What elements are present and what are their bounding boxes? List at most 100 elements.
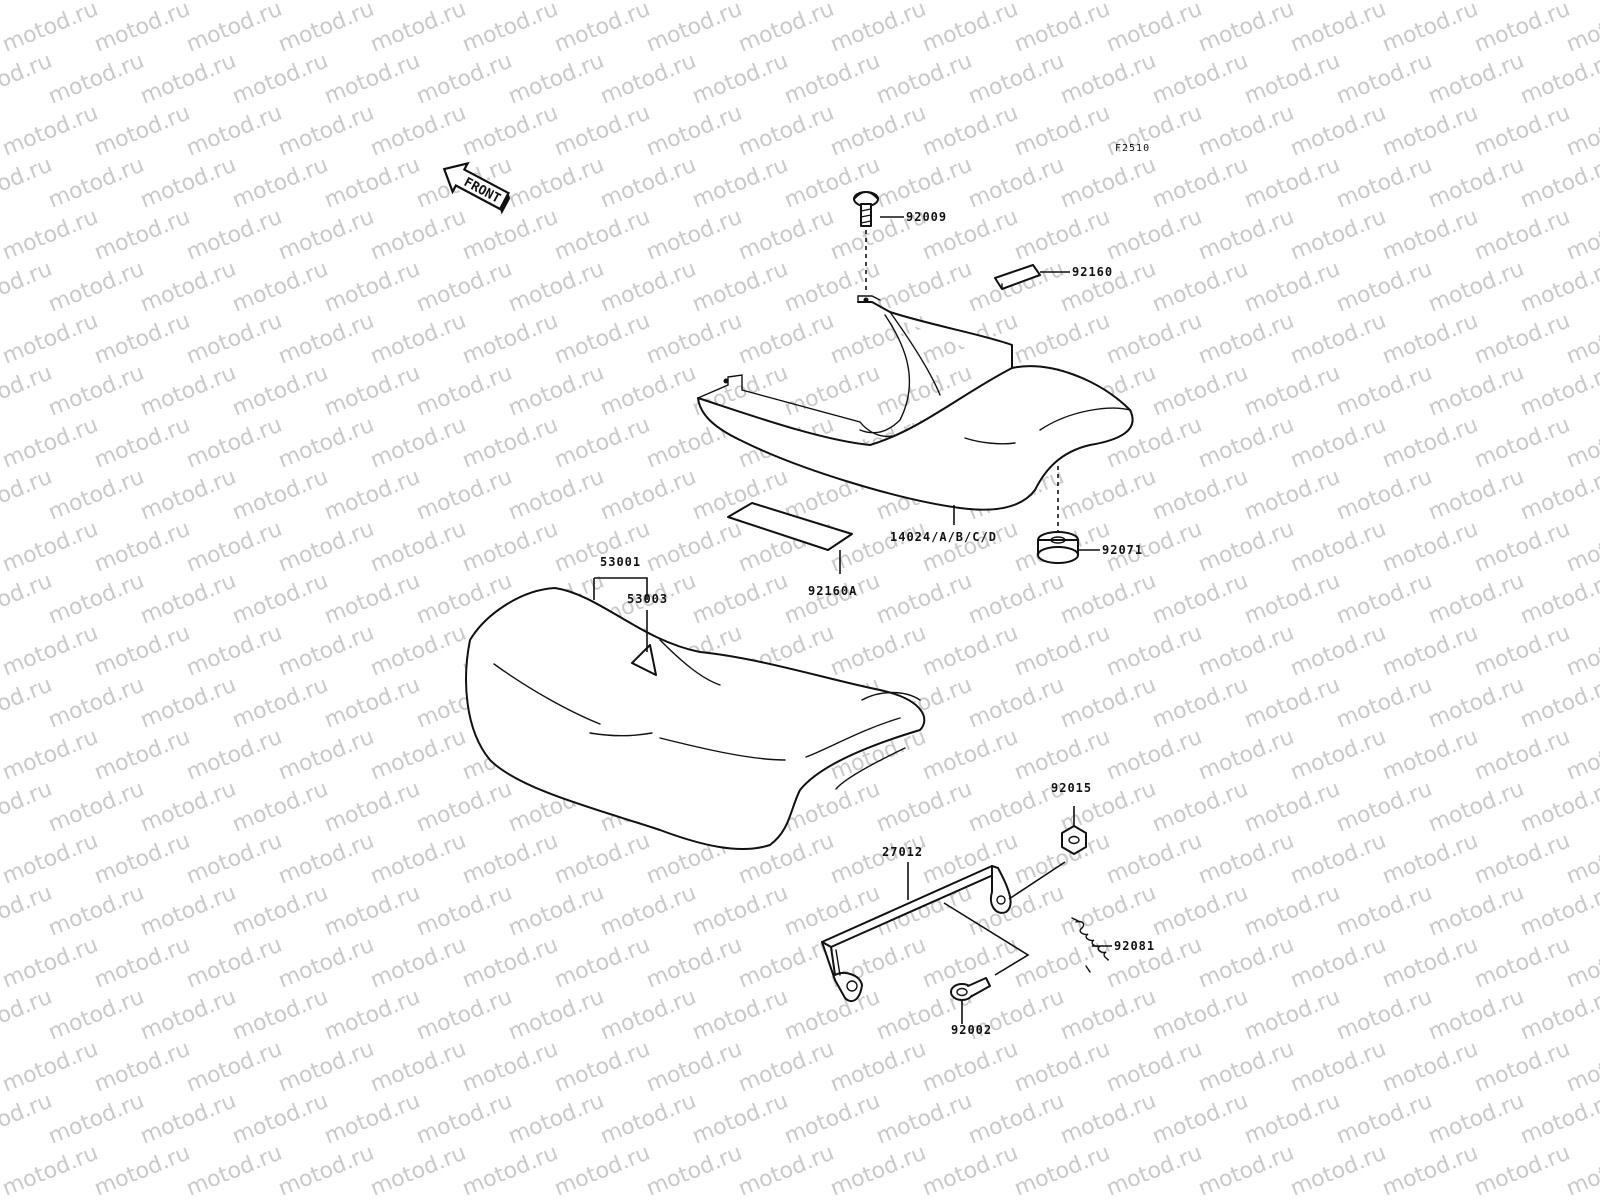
watermark-text: motod.ru: [91, 205, 194, 266]
watermark-text: motod.ru: [275, 0, 378, 58]
watermark-text: motod.ru: [1149, 153, 1252, 214]
watermark-text: motod.ru: [1425, 361, 1528, 422]
watermark-text: motod.ru: [137, 465, 240, 526]
watermark-text: motod.ru: [873, 153, 976, 214]
watermark-text: motod.ru: [505, 881, 608, 942]
watermark-text: motod.ru: [1287, 0, 1390, 58]
watermark-text: motod.ru: [0, 621, 102, 682]
watermark-text: motod.ru: [1241, 881, 1344, 942]
watermark-text: motod.ru: [0, 933, 102, 994]
watermark-text: motod.ru: [321, 153, 424, 214]
watermark-text: motod.ru: [0, 1141, 102, 1200]
watermark-text: motod.ru: [1517, 881, 1600, 942]
watermark-text: motod.ru: [1425, 1089, 1528, 1150]
label-92002: 92002: [951, 1023, 992, 1037]
watermark-text: motod.ru: [1333, 1089, 1436, 1150]
watermark-text: motod.ru: [91, 725, 194, 786]
watermark-text: motod.ru: [367, 517, 470, 578]
watermark-text: motod.ru: [1195, 309, 1298, 370]
watermark-text: motod.ru: [0, 0, 102, 58]
watermark-text: motod.ru: [1425, 881, 1528, 942]
watermark-text: motod.ru: [597, 361, 700, 422]
watermark-text: motod.ru: [505, 985, 608, 1046]
watermark-text: motod.ru: [0, 413, 102, 474]
watermark-text: motod.ru: [1011, 1037, 1114, 1098]
watermark-text: motod.ru: [229, 257, 332, 318]
seat-cowl-14024: [697, 295, 1134, 511]
watermark-text: motod.ru: [1241, 1089, 1344, 1150]
watermark-text: motod.ru: [1149, 257, 1252, 318]
watermark-text: motod.ru: [45, 673, 148, 734]
watermark-text: motod.ru: [183, 413, 286, 474]
watermark-text: motod.ru: [137, 361, 240, 422]
watermark-text: motod.ru: [0, 49, 56, 110]
watermark-text: motod.ru: [137, 985, 240, 1046]
watermark-text: motod.ru: [1333, 881, 1436, 942]
watermark-text: motod.ru: [1471, 829, 1574, 890]
watermark-text: motod.ru: [965, 153, 1068, 214]
watermark-text: motod.ru: [873, 49, 976, 110]
watermark-text: motod.ru: [1011, 309, 1114, 370]
watermark-text: motod.ru: [229, 569, 332, 630]
watermark-text: motod.ru: [321, 1089, 424, 1150]
watermark-text: motod.ru: [643, 0, 746, 58]
label-53003: 53003: [627, 592, 668, 606]
watermark-text: motod.ru: [321, 569, 424, 630]
spring-92081: [1071, 917, 1109, 973]
watermark-text: motod.ru: [505, 1089, 608, 1150]
watermark-text: motod.ru: [1011, 933, 1114, 994]
watermark-text: motod.ru: [1471, 933, 1574, 994]
watermark-text: motod.ru: [1149, 0, 1252, 6]
watermark-text: motod.ru: [1471, 725, 1574, 786]
watermark-text: motod.ru: [229, 985, 332, 1046]
watermark-text: motod.ru: [45, 777, 148, 838]
leader-27012-pin: [943, 902, 1030, 976]
watermark-text: motod.ru: [505, 0, 608, 6]
watermark-text: motod.ru: [45, 881, 148, 942]
watermark-text: motod.ru: [137, 153, 240, 214]
watermark-text: motod.ru: [0, 985, 56, 1046]
watermark-text: motod.ru: [919, 1141, 1022, 1200]
watermark-text: motod.ru: [1333, 673, 1436, 734]
watermark-text: motod.ru: [1379, 517, 1482, 578]
watermark-text: motod.ru: [413, 465, 516, 526]
watermark-text: motod.ru: [137, 49, 240, 110]
watermark-text: motod.ru: [321, 985, 424, 1046]
watermark-text: motod.ru: [275, 309, 378, 370]
watermark-text: motod.ru: [91, 101, 194, 162]
watermark-text: motod.ru: [827, 1037, 930, 1098]
watermark-text: motod.ru: [781, 569, 884, 630]
watermark-text: motod.ru: [735, 1141, 838, 1200]
leader-pin-to-nut: [1008, 861, 1066, 900]
watermark-text: motod.ru: [0, 153, 56, 214]
watermark-text: motod.ru: [919, 621, 1022, 682]
watermark-text: motod.ru: [275, 933, 378, 994]
watermark-text: motod.ru: [1103, 725, 1206, 786]
watermark-text: motod.ru: [781, 1089, 884, 1150]
watermark-text: motod.ru: [45, 0, 148, 6]
watermark-text: motod.ru: [597, 153, 700, 214]
watermark-text: motod.ru: [1103, 1141, 1206, 1200]
watermark-text: motod.ru: [1471, 1037, 1574, 1098]
watermark-text: motod.ru: [0, 777, 56, 838]
watermark-text: motod.ru: [597, 881, 700, 942]
watermark-text: motod.ru: [1241, 0, 1344, 6]
watermark-text: motod.ru: [597, 49, 700, 110]
watermark-text: motod.ru: [505, 465, 608, 526]
label-92160A: 92160A: [808, 584, 857, 598]
watermark-text: motod.ru: [689, 1089, 792, 1150]
watermark-text: motod.ru: [413, 881, 516, 942]
watermark-text: motod.ru: [1425, 569, 1528, 630]
watermark-text: motod.ru: [137, 0, 240, 6]
watermark-text: motod.ru: [965, 881, 1068, 942]
watermark-text: motod.ru: [873, 1089, 976, 1150]
label-27012: 27012: [882, 845, 923, 859]
watermark-text: motod.ru: [1057, 1089, 1160, 1150]
watermark-text: motod.ru: [0, 257, 56, 318]
watermark-text: motod.ru: [1241, 361, 1344, 422]
watermark-text: motod.ru: [0, 725, 102, 786]
watermark-text: motod.ru: [1563, 205, 1600, 266]
watermark-text: motod.ru: [1425, 153, 1528, 214]
watermark-text: motod.ru: [1517, 257, 1600, 318]
